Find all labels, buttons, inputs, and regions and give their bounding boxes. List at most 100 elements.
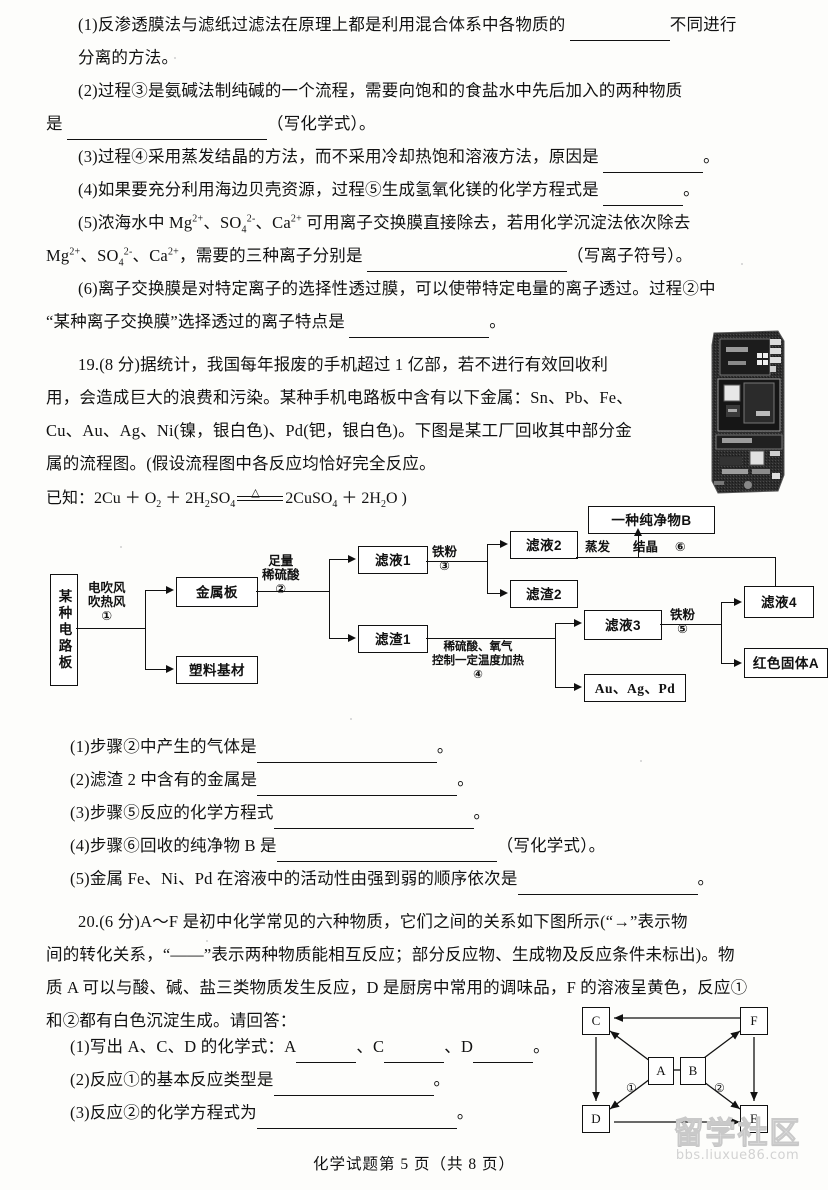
flow-node-metal-plate: 金属板 bbox=[176, 577, 258, 607]
q18-item-2-line2: 是 （写化学式）。 bbox=[46, 107, 786, 140]
q18-item-2: (2)过程③是氨碱法制纯碱的一个流程，需要向饱和的食盐水中先后加入的两种物质 是… bbox=[46, 74, 786, 140]
question-19-subitems: (1)步骤②中产生的气体是。 (2)滤渣 2 中含有的金属是。 (3)步骤⑤反应… bbox=[70, 730, 790, 895]
scan-speck bbox=[741, 263, 743, 265]
relation-node-B: B bbox=[680, 1057, 706, 1085]
circuit-board-photo bbox=[700, 325, 798, 497]
answer-blank[interactable] bbox=[517, 877, 698, 895]
q18-item-1-post: 不同进行 bbox=[669, 15, 737, 34]
flow-node-filtrate1: 滤液1 bbox=[358, 546, 428, 574]
relation-node-C: C bbox=[582, 1007, 610, 1035]
q20-line-4: 和②都有白色沉淀生成。请回答： bbox=[46, 1011, 297, 1030]
q18-item-1-num: (1) bbox=[78, 15, 98, 34]
flow-label-step2: 足量 稀硫酸 ② bbox=[262, 554, 300, 596]
scan-speck bbox=[350, 718, 352, 720]
q18-item-3: (3)过程④采用蒸发结晶的方法，而不采用冷却热饱和溶液方法，原因是 。 bbox=[46, 140, 786, 173]
q18-item-5-line2: Mg2+、SO42-、Ca2+，需要的三种离子分别是 （写离子符号）。 bbox=[46, 239, 786, 272]
flow-node-source: 某种电路板 bbox=[50, 574, 78, 686]
flow-node-auagpd: Au、Ag、Pd bbox=[584, 674, 686, 702]
q20-line-2: 间的转化关系，“——”表示两种物质能相互反应；部分反应物、生成物及反应条件未标出… bbox=[46, 945, 735, 964]
answer-blank[interactable] bbox=[473, 1045, 534, 1063]
q19-sub-1: (1)步骤②中产生的气体是。 bbox=[70, 730, 790, 763]
q19-line-4: 属的流程图。(假设流程图中各反应均恰好完全反应。 bbox=[46, 454, 436, 473]
answer-blank[interactable] bbox=[256, 745, 437, 763]
flow-label-step4: 稀硫酸、氧气 控制一定温度加热 ④ bbox=[432, 641, 524, 681]
flow-node-residue1: 滤渣1 bbox=[358, 625, 428, 653]
q19-sub-2: (2)滤渣 2 中含有的金属是。 bbox=[70, 763, 790, 796]
q18-item-4-num: (4) bbox=[78, 180, 98, 199]
relation-node-F: F bbox=[740, 1007, 768, 1035]
answer-blank[interactable] bbox=[603, 188, 684, 206]
q19-line-3: Cu、Au、Ag、Ni(镍，银白色)、Pd(钯，银白色)。下图是某工厂回收其中部… bbox=[46, 421, 632, 440]
question-20-stem: 20.(6 分)A～F 是初中化学常见的六种物质，它们之间的关系如下图所示(“→… bbox=[46, 905, 786, 1037]
scan-speck bbox=[120, 546, 122, 548]
answer-blank[interactable] bbox=[296, 1045, 357, 1063]
q18-item-4-post: 。 bbox=[683, 180, 700, 199]
q19-sub-3: (3)步骤⑤反应的化学方程式。 bbox=[70, 796, 790, 829]
flow-label-step1: 电吹风 吹热风 ① bbox=[88, 581, 126, 623]
answer-blank[interactable] bbox=[569, 23, 670, 41]
q20-line-3: 质 A 可以与酸、碱、盐三类物质发生反应，D 是厨房中常用的调味品，F 的溶液呈… bbox=[46, 978, 748, 997]
answer-blank[interactable] bbox=[349, 320, 490, 338]
flow-node-filtrate4: 滤液4 bbox=[744, 586, 814, 618]
flow-label-step3: 铁粉 ③ bbox=[432, 545, 458, 573]
q20-sub-2: (2)反应①的基本反应类型是。 bbox=[70, 1063, 590, 1096]
flow-node-residue2: 滤渣2 bbox=[510, 580, 578, 608]
relation-label-2: ② bbox=[714, 1081, 725, 1095]
question-18-subitems: (1)反渗透膜法与滤纸过滤法在原理上都是利用混合体系中各物质的 不同进行 分离的… bbox=[46, 8, 786, 338]
answer-blank[interactable] bbox=[273, 1078, 434, 1096]
q18-item-4: (4)如果要充分利用海边贝壳资源，过程⑤生成氢氧化镁的化学方程式是 。 bbox=[46, 173, 786, 206]
answer-blank[interactable] bbox=[256, 1111, 457, 1129]
q18-item-3-num: (3) bbox=[78, 147, 98, 166]
q18-item-3-post: 。 bbox=[703, 147, 720, 166]
scan-speck bbox=[640, 760, 642, 762]
q18-item-1: (1)反渗透膜法与滤纸过滤法在原理上都是利用混合体系中各物质的 不同进行 分离的… bbox=[46, 8, 786, 74]
recycling-flow-diagram: 某种电路板 电吹风 吹热风 ① 金属板 塑料基材 足量 稀硫酸 ② 滤液1 滤渣… bbox=[40, 506, 828, 718]
q18-item-6: (6)离子交换膜是对特定离子的选择性透过膜，可以使带特定电量的离子透过。过程②中… bbox=[46, 272, 786, 338]
relation-label-1: ① bbox=[626, 1081, 637, 1095]
relation-node-E: E bbox=[740, 1105, 768, 1133]
page-footer: 化学试题第 5 页（共 8 页） bbox=[312, 1156, 515, 1173]
relation-node-D: D bbox=[582, 1105, 610, 1133]
q20-sub-3: (3)反应②的化学方程式为。 bbox=[70, 1096, 590, 1129]
q18-item-6-text: 离子交换膜是对特定离子的选择性透过膜，可以使带特定电量的离子透过。过程②中 bbox=[97, 279, 716, 298]
q18-item-1-line2: 分离的方法。 bbox=[78, 48, 179, 67]
substance-relation-diagram: C F D E A B ① ② bbox=[568, 1005, 783, 1135]
q18-item-2-text: 过程③是氨碱法制纯碱的一个流程，需要向饱和的食盐水中先后加入的两种物质 bbox=[97, 81, 683, 100]
answer-blank[interactable] bbox=[603, 155, 704, 173]
q18-item-2-line2-pre: 是 bbox=[46, 114, 63, 133]
q18-item-2-line2-post: （写化学式）。 bbox=[267, 114, 376, 133]
reaction-condition-arrow: △ bbox=[237, 487, 284, 507]
q18-item-2-num: (2) bbox=[78, 81, 98, 100]
answer-blank[interactable] bbox=[367, 254, 568, 272]
q18-item-5-line1: (5)浓海水中 Mg2+、SO42-、Ca2+ 可用离子交换膜直接除去，若用化学… bbox=[78, 213, 691, 236]
flow-node-filtrate3: 滤液3 bbox=[584, 610, 662, 640]
flow-node-pure-b: 一种纯净物B bbox=[588, 506, 715, 534]
scan-speck bbox=[206, 940, 208, 942]
q19-line-2: 用，会造成巨大的浪费和污染。某种手机电路板中含有以下金属：Sn、Pb、Fe、 bbox=[46, 388, 633, 407]
answer-blank[interactable] bbox=[257, 778, 458, 796]
q20-sub-1: (1)写出 A、C、D 的化学式：A、C、D。 bbox=[70, 1030, 590, 1063]
q19-sub-4: (4)步骤⑥回收的纯净物 B 是（写化学式）。 bbox=[70, 829, 790, 862]
q19-sub-5: (5)金属 Fe、Ni、Pd 在溶液中的活动性由强到弱的顺序依次是。 bbox=[70, 862, 790, 895]
answer-blank[interactable] bbox=[67, 122, 268, 140]
q20-line-1: 20.(6 分)A～F 是初中化学常见的六种物质，它们之间的关系如下图所示(“→… bbox=[78, 912, 688, 931]
question-19-stem: 19.(8 分)据统计，我国每年报废的手机超过 1 亿部，若不进行有效回收利 用… bbox=[46, 348, 656, 514]
known-label: 已知： bbox=[46, 490, 95, 507]
flow-node-plastic: 塑料基材 bbox=[176, 656, 258, 684]
q19-known-equation: 已知：2Cu ＋ O2 ＋ 2H2SO4△2CuSO4 ＋ 2H2O ) bbox=[46, 487, 407, 511]
q18-item-3-text: 过程④采用蒸发结晶的方法，而不采用冷却热饱和溶液方法，原因是 bbox=[97, 147, 599, 166]
scan-speck bbox=[540, 188, 542, 190]
q18-item-6-num: (6) bbox=[78, 279, 98, 298]
flow-node-filtrate2: 滤液2 bbox=[510, 531, 578, 559]
q18-item-6-line2: “某种离子交换膜”选择透过的离子特点是 。 bbox=[46, 305, 786, 338]
q18-item-5: (5)浓海水中 Mg2+、SO42-、Ca2+ 可用离子交换膜直接除去，若用化学… bbox=[46, 206, 786, 272]
answer-blank[interactable] bbox=[384, 1045, 445, 1063]
answer-blank[interactable] bbox=[276, 844, 497, 862]
answer-blank[interactable] bbox=[273, 811, 474, 829]
flow-label-step6: 蒸发 结晶 ⑥ bbox=[585, 540, 686, 554]
q18-item-4-text: 如果要充分利用海边贝壳资源，过程⑤生成氢氧化镁的化学方程式是 bbox=[97, 180, 599, 199]
scan-speck bbox=[174, 57, 176, 59]
flow-label-step5: 铁粉 ⑤ bbox=[670, 608, 696, 636]
q19-line-1: 19.(8 分)据统计，我国每年报废的手机超过 1 亿部，若不进行有效回收利 bbox=[78, 355, 609, 374]
